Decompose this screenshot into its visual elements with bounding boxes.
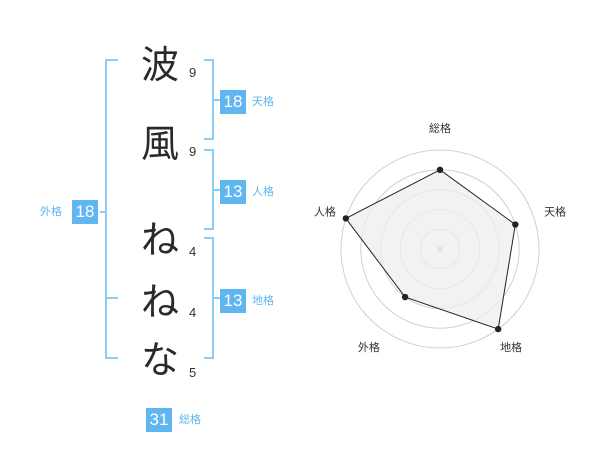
radar-axis-label: 天格 xyxy=(544,205,566,219)
radar-point xyxy=(494,325,502,333)
jinkaku-label: 人格 xyxy=(252,185,274,198)
gaikaku-label: 外格 xyxy=(40,205,62,218)
radar-axis-label: 地格 xyxy=(500,340,522,354)
radar-point xyxy=(342,215,350,222)
name-char-3: ね xyxy=(140,218,179,262)
radar-point xyxy=(436,166,444,173)
radar-point xyxy=(512,221,519,228)
radar-point xyxy=(401,293,409,301)
name-char-4: ね xyxy=(140,280,179,324)
radar-grid-ring xyxy=(340,149,540,349)
radar-polygon xyxy=(345,169,516,330)
chikaku-badge: 13 xyxy=(220,289,246,313)
soukaku-badge: 31 xyxy=(146,408,172,432)
bracket-gaikaku xyxy=(105,59,118,359)
tenkaku-label: 天格 xyxy=(252,95,274,108)
stroke-count-3: 4 xyxy=(189,244,197,259)
name-char-5: な xyxy=(140,338,179,382)
tenkaku-badge: 18 xyxy=(220,90,246,114)
radar-axis-label: 外格 xyxy=(358,340,380,354)
stroke-count-5: 5 xyxy=(189,365,197,380)
name-char-2: 風 xyxy=(140,122,179,166)
name-char-1: 波 xyxy=(140,43,179,87)
radar-axis-label: 人格 xyxy=(314,205,336,219)
radar-axis-label: 総格 xyxy=(429,121,451,135)
stroke-count-2: 9 xyxy=(189,144,197,159)
chikaku-label: 地格 xyxy=(252,294,274,307)
stroke-count-4: 4 xyxy=(189,305,197,320)
soukaku-label: 総格 xyxy=(179,413,201,426)
jinkaku-badge: 13 xyxy=(220,180,246,204)
stroke-count-1: 9 xyxy=(189,65,197,80)
gaikaku-badge: 18 xyxy=(72,200,98,224)
